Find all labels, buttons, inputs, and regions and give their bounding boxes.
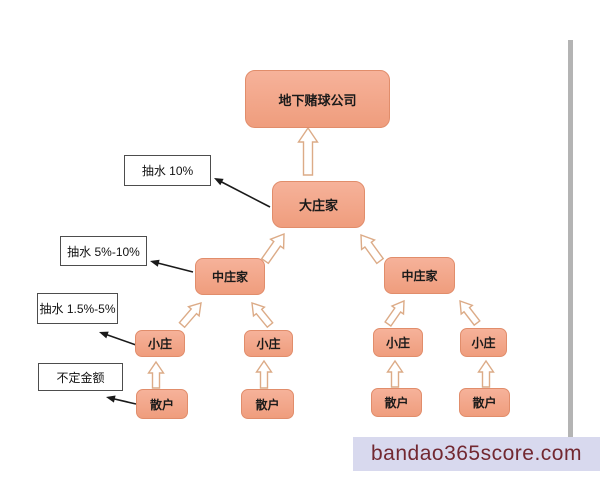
pointer-arrow-head — [99, 331, 109, 339]
annotation-box-variable-amount: 不定金额 — [38, 363, 123, 391]
block-arrow — [251, 301, 274, 329]
block-arrow — [459, 299, 481, 327]
pointer-arrow-line — [218, 179, 271, 208]
node-retail-2: 散户 — [241, 389, 294, 419]
watermark-text: bandao365score.com — [371, 442, 582, 465]
node-retail-4: 散户 — [459, 388, 510, 417]
block-arrow — [260, 232, 285, 265]
node-small-banker-2: 小庄 — [244, 330, 293, 357]
block-arrow — [384, 299, 405, 327]
block-arrow — [360, 233, 385, 265]
node-small-banker-1: 小庄 — [135, 330, 185, 357]
watermark-bar: bandao365score.com — [353, 437, 600, 471]
node-small-banker-3: 小庄 — [373, 328, 423, 357]
pointer-arrow-line — [155, 261, 194, 273]
scrollbar-thumb[interactable] — [568, 40, 573, 445]
node-retail-1: 散户 — [136, 389, 188, 419]
annotation-box-rake-1-5: 抽水 1.5%-5% — [37, 293, 118, 324]
pointer-arrow-line — [103, 333, 137, 346]
block-arrow — [178, 302, 202, 329]
pointer-arrow-line — [111, 397, 137, 405]
annotation-box-rake-5-10: 抽水 5%-10% — [60, 236, 147, 266]
node-small-banker-4: 小庄 — [460, 328, 507, 357]
node-retail-3: 散户 — [371, 388, 422, 417]
block-arrow — [297, 126, 319, 176]
node-mid-banker-right: 中庄家 — [384, 257, 455, 294]
pointer-arrow-head — [106, 395, 116, 403]
node-big-banker: 大庄家 — [272, 181, 365, 228]
block-arrow — [147, 360, 165, 389]
annotation-box-rake-10: 抽水 10% — [124, 155, 211, 186]
block-arrow — [477, 359, 495, 388]
node-mid-banker-left: 中庄家 — [195, 258, 265, 295]
block-arrow — [255, 359, 273, 389]
pointer-arrow-head — [150, 259, 160, 267]
pointer-arrow-head — [214, 178, 224, 186]
node-company: 地下赌球公司 — [245, 70, 390, 128]
block-arrow — [386, 359, 404, 388]
